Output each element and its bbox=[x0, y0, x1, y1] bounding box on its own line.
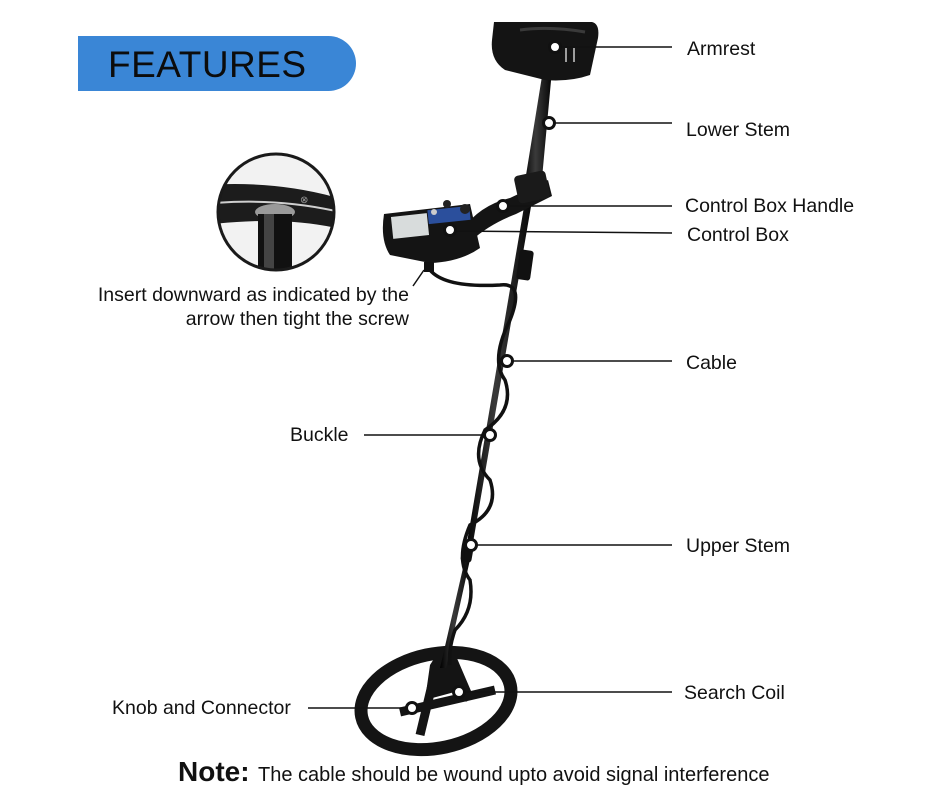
label-armrest: Armrest bbox=[687, 38, 756, 60]
armrest-shape bbox=[491, 22, 599, 81]
cable-shape bbox=[428, 268, 518, 666]
dot-knob-connector bbox=[405, 701, 419, 715]
label-control-box-handle: Control Box Handle bbox=[685, 195, 855, 217]
stem-shape bbox=[522, 70, 552, 200]
dot-lower-stem bbox=[542, 116, 556, 130]
features-title: FEATURES bbox=[108, 44, 307, 85]
connector-inset: ⊗ bbox=[216, 152, 336, 272]
dot-control-box bbox=[443, 223, 457, 237]
search-coil-shape bbox=[354, 645, 518, 757]
callout-dots bbox=[405, 40, 562, 715]
label-knob-connector: Knob and Connector bbox=[112, 697, 291, 719]
dot-cable bbox=[500, 354, 514, 368]
note-text: The cable should be wound upto avoid sig… bbox=[258, 764, 770, 786]
note-prefix: Note: bbox=[178, 756, 250, 787]
inset-caption-line2: arrow then tight the screw bbox=[185, 308, 409, 330]
label-buckle: Buckle bbox=[290, 424, 349, 446]
inset-caption: Insert downward as indicated by the arro… bbox=[80, 283, 409, 331]
dot-search-coil bbox=[452, 685, 466, 699]
label-control-box: Control Box bbox=[687, 224, 789, 246]
control-box-shape bbox=[382, 200, 480, 272]
svg-text:⊗: ⊗ bbox=[300, 195, 308, 206]
label-upper-stem: Upper Stem bbox=[686, 535, 791, 557]
inset-caption-line1: Insert downward as indicated by the bbox=[97, 284, 409, 306]
label-lower-stem: Lower Stem bbox=[686, 119, 791, 141]
features-banner: FEATURES bbox=[78, 36, 356, 91]
label-search-coil: Search Coil bbox=[684, 682, 785, 704]
leader-lines bbox=[308, 46, 673, 709]
dot-buckle bbox=[483, 428, 497, 442]
label-cable: Cable bbox=[686, 352, 737, 374]
dot-upper-stem bbox=[464, 538, 478, 552]
dot-control-box-handle bbox=[496, 199, 510, 213]
dot-armrest bbox=[548, 40, 562, 54]
note: Note: The cable should be wound upto avo… bbox=[178, 756, 769, 788]
